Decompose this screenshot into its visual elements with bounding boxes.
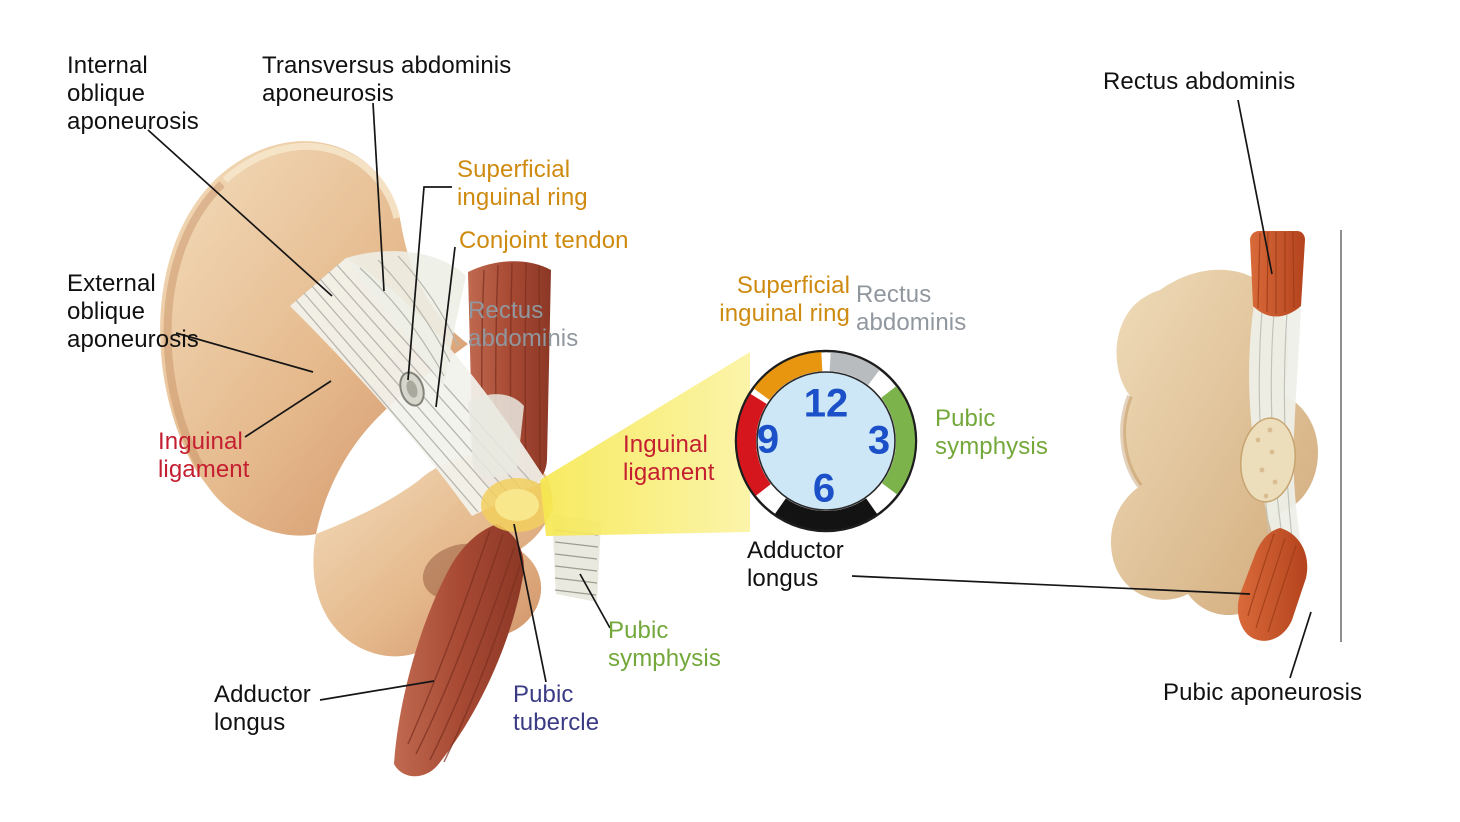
label-conjoint-tendon: Conjoint tendon	[459, 227, 629, 254]
clock-segment-adductor-longus	[774, 498, 878, 530]
clock-segment-inguinal-ligament	[737, 393, 771, 496]
right-bone-shade	[1120, 394, 1143, 488]
leader-internal-oblique	[147, 129, 333, 297]
label-pubic-tubercle: Pubic tubercle	[513, 681, 600, 737]
clock-number-6: 6	[812, 466, 836, 511]
leader-pubic-aponeurosis	[1289, 611, 1312, 679]
leader-transversus	[372, 102, 385, 292]
clock-segment-rectus-abdominis	[829, 352, 880, 386]
label-rectus-abdominis-center: Rectus abdominis	[856, 281, 967, 337]
right-pelvis-figure	[1110, 230, 1342, 642]
rectus-abdominis-stub-right	[1250, 231, 1305, 317]
label-pubic-aponeurosis: Pubic aponeurosis	[1163, 679, 1363, 706]
label-pubic-symphysis-center: Pubic symphysis	[935, 405, 1048, 461]
leader-pubic-symphysis-left	[579, 573, 611, 629]
label-pubic-symphysis-left: Pubic symphysis	[608, 617, 721, 673]
left-pelvis-figure	[160, 141, 601, 777]
iliac-crest-highlight	[222, 142, 401, 219]
clock-diagram	[734, 349, 918, 533]
label-inguinal-ligament-center: Inguinal ligament	[623, 431, 715, 487]
clock-number-3: 3	[867, 418, 891, 463]
leader-conjoint-tendon	[435, 246, 456, 408]
magnifier-beam	[540, 352, 750, 536]
clock-number-12: 12	[803, 381, 849, 426]
label-external-oblique-aponeurosis: External oblique aponeurosis	[67, 270, 199, 354]
label-superficial-inguinal-ring-left: Superficial inguinal ring	[457, 156, 588, 212]
leader-adductor-center-to-right	[851, 575, 1251, 595]
leader-superficial-ring	[407, 186, 452, 381]
adductor-striations	[407, 529, 521, 763]
clock-segment-superficial-inguinal-ring	[753, 352, 823, 400]
label-internal-oblique-aponeurosis: Internal oblique aponeurosis	[67, 52, 199, 136]
leader-lines	[147, 99, 1312, 701]
pubic-symphysis-surface	[1240, 417, 1296, 503]
ring-opening-inner	[406, 380, 418, 398]
label-inguinal-ligament-left: Inguinal ligament	[158, 428, 250, 484]
label-adductor-longus-left: Adductor longus	[214, 681, 311, 737]
label-rectus-abdominis-right: Rectus abdominis	[1103, 68, 1296, 95]
clock-segment-pubic-symphysis	[881, 386, 915, 495]
label-rectus-abdominis-left: Rectus abdominis	[468, 297, 579, 353]
bone-edge-shade	[163, 181, 225, 468]
adductor-longus-muscle-left	[394, 524, 524, 777]
leader-external-oblique	[175, 332, 314, 373]
adductor-longus-stub-right	[1237, 528, 1308, 641]
leader-adductor-left	[319, 680, 435, 701]
clock-number-9: 9	[756, 417, 780, 462]
label-superficial-inguinal-ring-center: Superficial inguinal ring	[719, 272, 850, 328]
label-adductor-longus-center: Adductor longus	[747, 537, 844, 593]
iliac-blade-bone	[160, 141, 468, 536]
leader-inguinal-ligament	[244, 380, 332, 438]
conjoint-tendon-overlay	[468, 394, 524, 478]
leader-pubic-tubercle	[513, 523, 547, 683]
internal-oblique-patch	[346, 251, 466, 386]
leader-rectus-right	[1237, 99, 1273, 275]
label-transversus-abdominis-aponeurosis: Transversus abdominis aponeurosis	[262, 52, 512, 108]
clock-face	[756, 371, 896, 511]
clock-ring-segments	[737, 352, 915, 530]
pubic-tubercle-highlight	[481, 478, 553, 532]
